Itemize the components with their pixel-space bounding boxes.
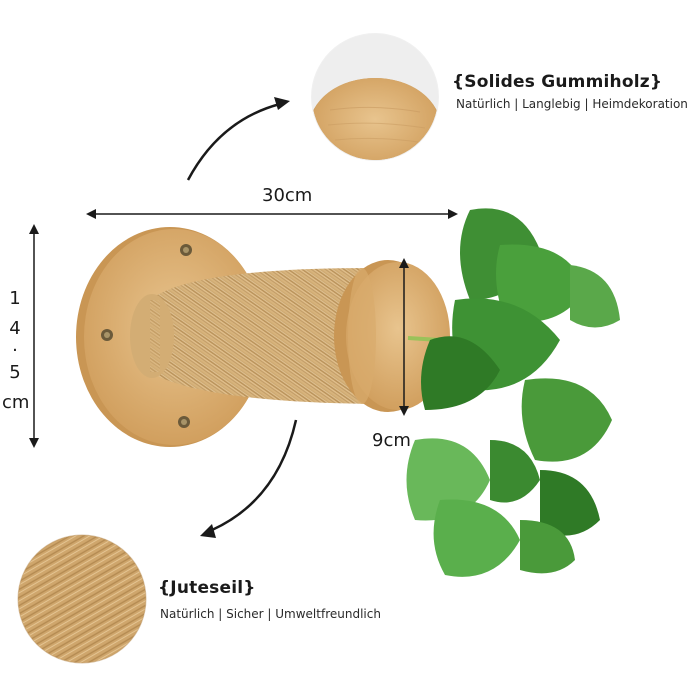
- wood-feature-subtitle: Natürlich | Langlebig | Heimdekoration: [456, 97, 688, 111]
- arrow-to-jute-icon: [200, 419, 298, 538]
- wood-closeup-image: [311, 33, 439, 161]
- height-label-char: 5: [9, 362, 21, 383]
- wood-feature-title: {Solides Gummiholz}: [452, 72, 663, 92]
- screw-icon: [101, 329, 113, 341]
- arrow-to-wood-icon: [186, 97, 290, 181]
- jute-post: [130, 268, 372, 404]
- height-label-char: ·: [12, 340, 18, 361]
- height-label-char: 1: [9, 288, 21, 309]
- diameter-dimension-arrow: [399, 258, 409, 416]
- jute-feature-title: {Juteseil}: [158, 578, 256, 598]
- length-dimension-arrow: [86, 209, 458, 219]
- height-label: 1 4 · 5 cm: [2, 284, 30, 418]
- diameter-label: 9cm: [372, 430, 411, 451]
- jute-closeup-image: [17, 534, 147, 664]
- screw-icon: [180, 244, 192, 256]
- height-label-char: cm: [2, 392, 30, 413]
- height-dimension-arrow: [29, 224, 39, 448]
- length-label: 30cm: [262, 185, 313, 206]
- screw-icon: [178, 416, 190, 428]
- plant-decoration: [406, 208, 620, 577]
- height-label-char: 4: [9, 318, 21, 339]
- jute-feature-subtitle: Natürlich | Sicher | Umweltfreundlich: [160, 607, 381, 621]
